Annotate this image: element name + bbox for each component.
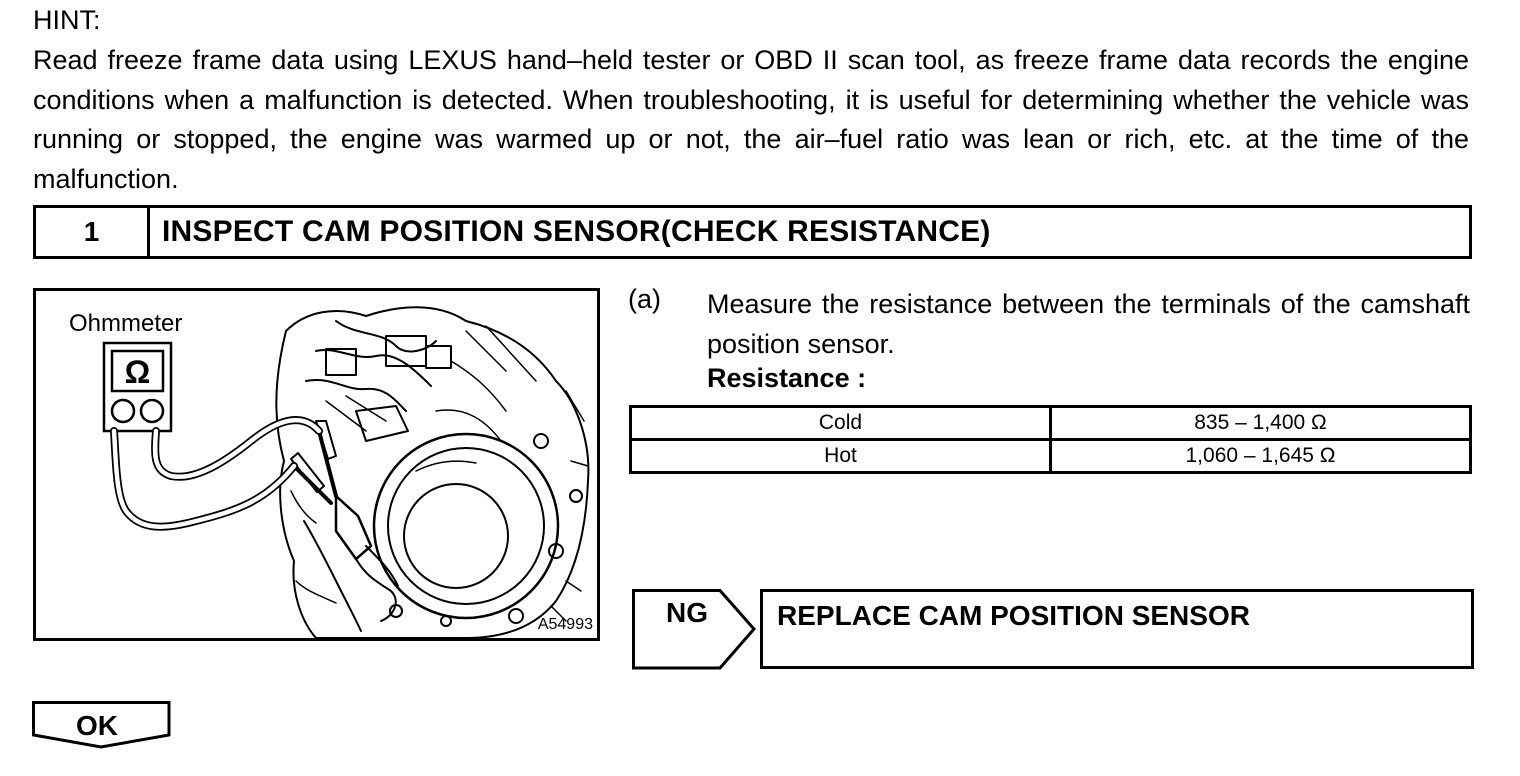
table-cell-value: 835 – 1,400 Ω — [1049, 405, 1472, 441]
table-cell-condition: Hot — [629, 438, 1052, 474]
ok-label: OK — [76, 710, 118, 741]
ok-arrow-tag — [32, 701, 171, 749]
engine-illustration: Ω — [102, 306, 590, 638]
step-title: INSPECT CAM POSITION SENSOR(CHECK RESIST… — [162, 215, 991, 248]
hint-body: Read freeze frame data using LEXUS hand–… — [33, 45, 1469, 194]
step-number: 1 — [36, 208, 150, 256]
ohm-symbol: Ω — [125, 354, 151, 390]
figure-id: A54993 — [537, 616, 593, 633]
substep-text: Measure the resistance between the termi… — [707, 289, 1470, 359]
substep-letter: (a) — [628, 284, 661, 314]
sensor-figure: Ω Ohmmeter A54993 — [33, 288, 600, 641]
table-row: Cold 835 – 1,400 Ω — [629, 405, 1472, 441]
hint-title: HINT: — [33, 5, 101, 35]
table-row: Hot 1,060 – 1,645 Ω — [629, 438, 1472, 474]
table-cell-condition: Cold — [629, 405, 1052, 441]
table-cell-value: 1,060 – 1,645 Ω — [1049, 438, 1472, 474]
step-header: 1 INSPECT CAM POSITION SENSOR(CHECK RESI… — [33, 205, 1472, 259]
resistance-label: Resistance : — [707, 363, 867, 393]
ng-action-text: REPLACE CAM POSITION SENSOR — [777, 600, 1250, 631]
resistance-table: Cold 835 – 1,400 Ω Hot 1,060 – 1,645 Ω — [629, 405, 1472, 474]
ohmmeter-icon: Ω — [102, 341, 173, 433]
ng-action-box: REPLACE CAM POSITION SENSOR — [760, 589, 1474, 669]
ng-arrow-tag — [632, 589, 756, 670]
ohmmeter-label: Ohmmeter — [69, 310, 183, 337]
ng-label: NG — [666, 597, 708, 628]
